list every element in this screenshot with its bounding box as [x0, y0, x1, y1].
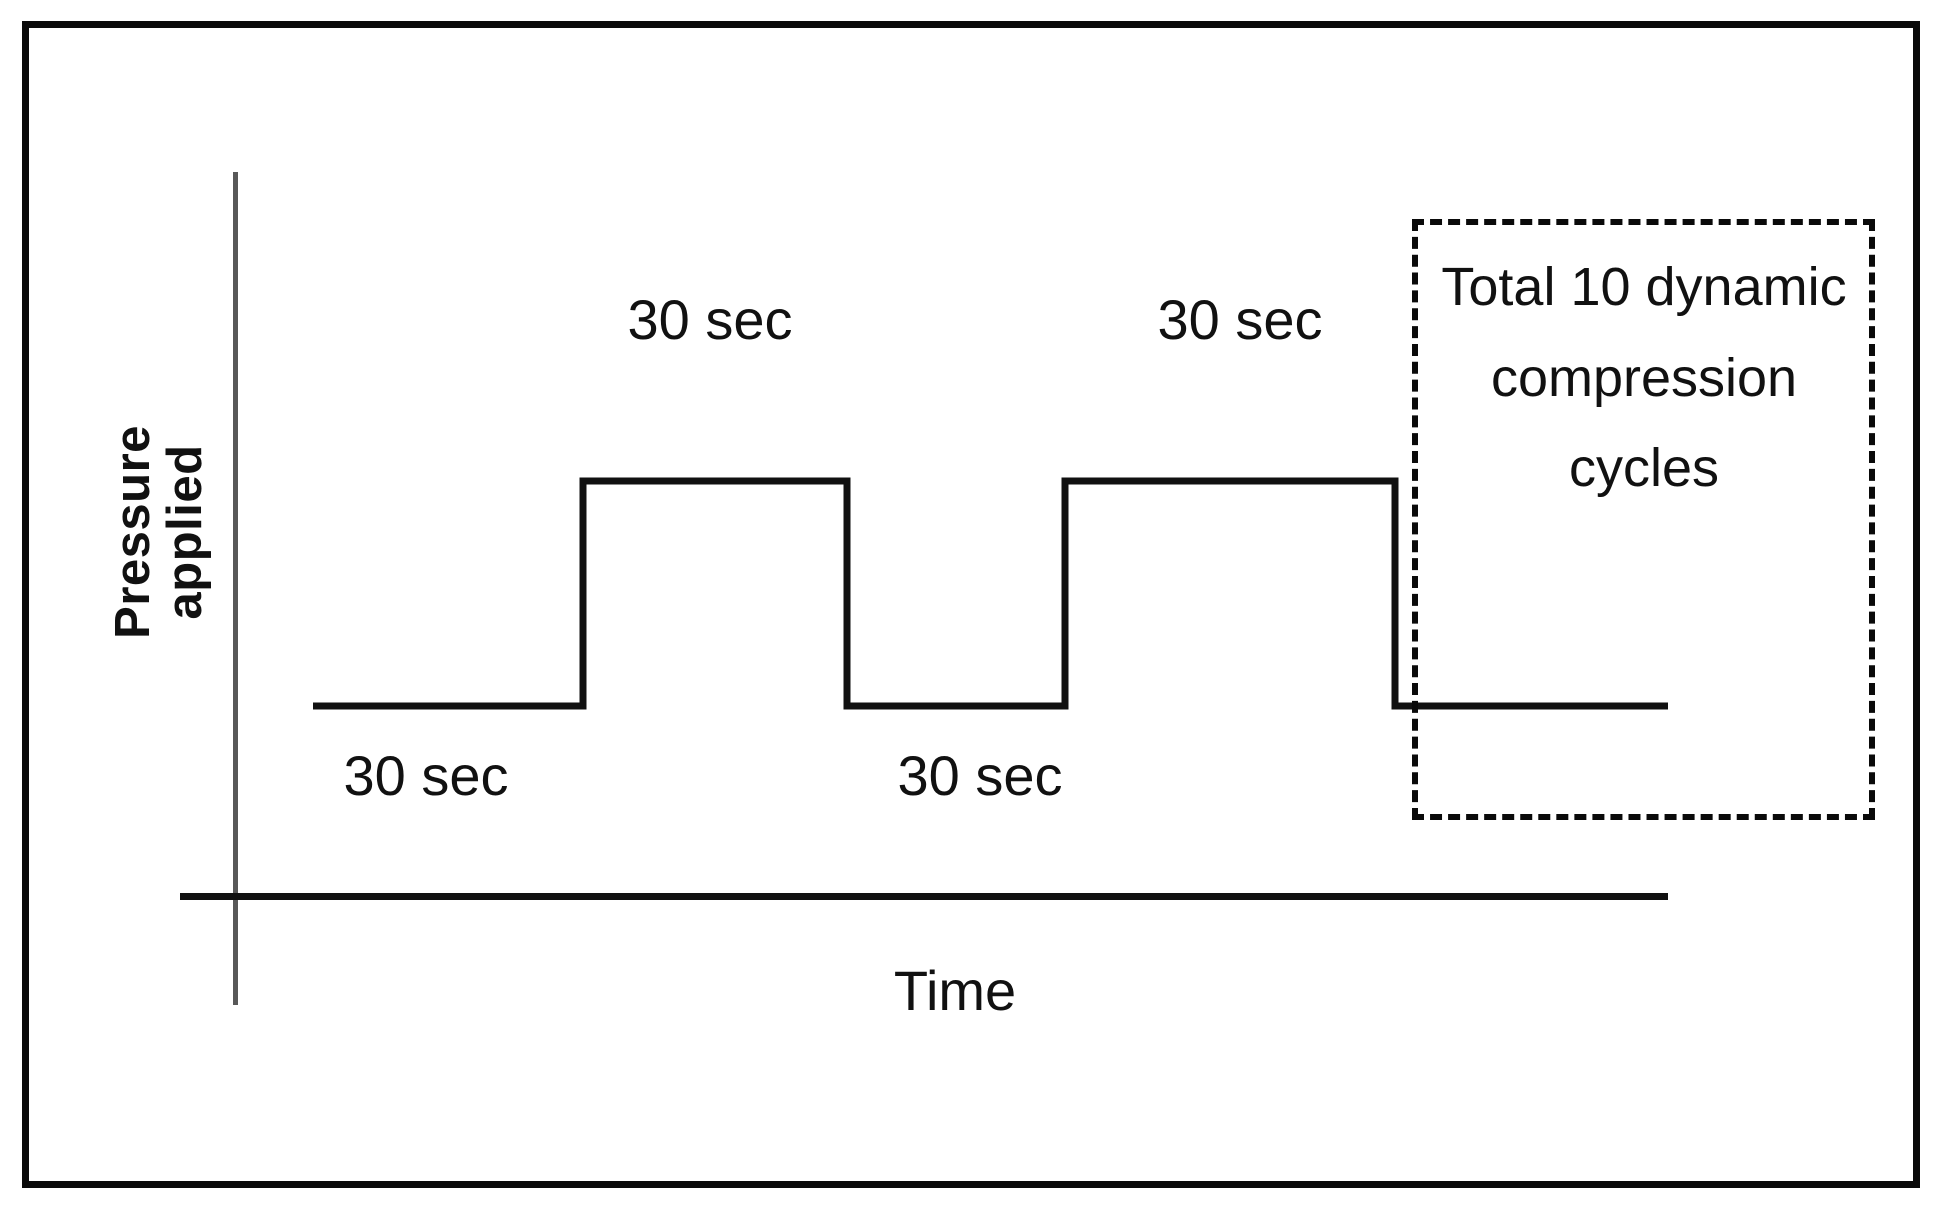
x-axis-line [180, 893, 1668, 900]
cycles-callout-box [1412, 219, 1875, 820]
duration-label-segment-4: 30 sec [1157, 288, 1323, 351]
waveform-polyline [313, 477, 1668, 710]
y-axis-line [233, 172, 238, 1005]
duration-label-segment-2: 30 sec [627, 288, 793, 351]
figure-outer-border [22, 21, 1920, 1188]
duration-label-segment-1: 30 sec [343, 744, 509, 807]
duration-label-segment-3: 30 sec [897, 744, 1063, 807]
cycles-callout-text: Total 10 dynamic compression cycles [1441, 257, 1847, 499]
y-axis-title: Pressure applied [106, 425, 212, 639]
x-axis-title: Time [893, 959, 1017, 1022]
